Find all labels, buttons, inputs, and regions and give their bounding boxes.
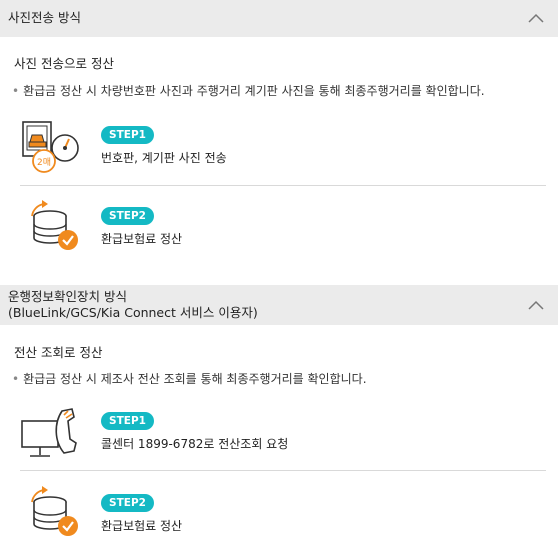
step1-text: 번호판, 계기판 사진 전송 (101, 151, 227, 165)
chevron-up-icon[interactable] (528, 300, 544, 310)
divider (20, 470, 546, 471)
section-telematics-header[interactable]: 운행정보확인장치 방식 (BlueLink/GCS/Kia Connect 서비… (0, 285, 558, 325)
section-photo-bullet-text: 환급금 정산 시 차량번호판 사진과 주행거리 계기판 사진을 통해 최종주행거… (23, 84, 485, 98)
section-photo-header[interactable]: 사진전송 방식 (0, 0, 558, 37)
section-telematics-bullet-text: 환급금 정산 시 제조사 전산 조회를 통해 최종주행거리를 확인합니다. (23, 372, 367, 386)
section-photo-title: 사진전송 방식 (8, 10, 81, 25)
step1-badge: STEP1 (101, 412, 154, 430)
section-telematics-bullet: •환급금 정산 시 제조사 전산 조회를 통해 최종주행거리를 확인합니다. (12, 372, 367, 386)
step2-text: 환급보험료 정산 (101, 519, 183, 533)
section-photo-subtitle: 사진 전송으로 정산 (14, 56, 114, 71)
section-telematics-subtitle: (BlueLink/GCS/Kia Connect 서비스 이용자) (8, 305, 258, 320)
section-photo-bullet: •환급금 정산 시 차량번호판 사진과 주행거리 계기판 사진을 통해 최종주행… (12, 84, 485, 98)
step2-badge: STEP2 (101, 207, 154, 225)
photo-odometer-icon: 2매 (22, 121, 79, 173)
step2-badge: STEP2 (101, 494, 154, 512)
divider (20, 185, 546, 186)
step2-text: 환급보험료 정산 (101, 232, 183, 246)
step1-text: 콜센터 1899-6782로 전산조회 요청 (101, 437, 289, 451)
chevron-up-icon[interactable] (528, 13, 544, 23)
step1-badge: STEP1 (101, 126, 154, 144)
database-check-icon (31, 200, 78, 250)
section-telematics-title: 운행정보확인장치 방식 (8, 289, 127, 304)
phone-computer-icon (21, 408, 77, 457)
database-check-icon (31, 486, 78, 536)
photo-count-label: 2매 (37, 157, 51, 168)
section-telematics-subtitle-text: 전산 조회로 정산 (14, 345, 103, 360)
